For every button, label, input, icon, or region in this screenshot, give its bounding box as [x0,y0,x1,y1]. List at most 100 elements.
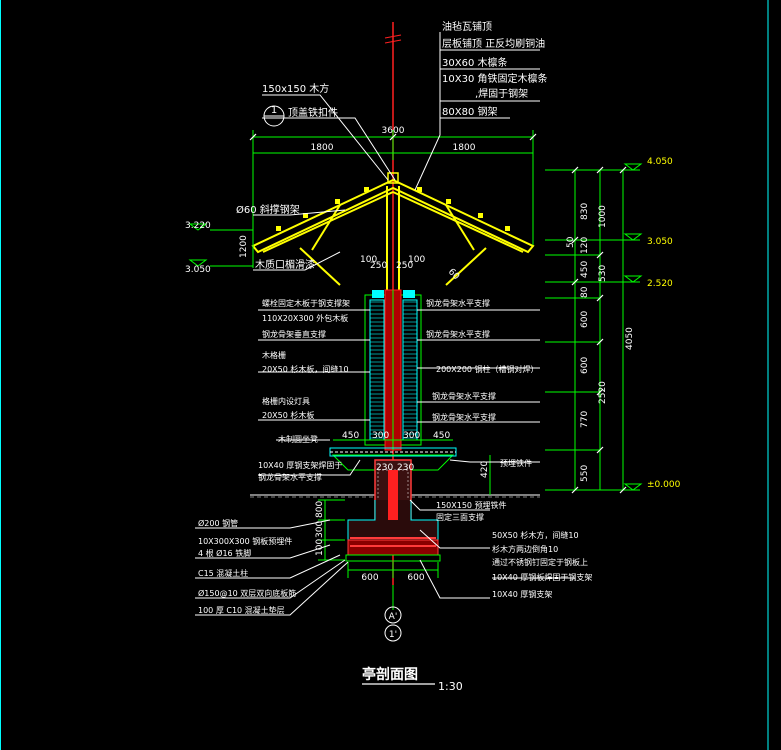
dim-100-b: 100 [408,255,425,265]
dim-300-left: 300 [372,431,389,441]
dim-3600: 3600 [382,126,405,136]
left-annotation-texts: 螺栓固定木板于钢支撑架 110X20X300 外包木板 钢龙骨架垂直支撑 木格栅… [258,298,350,482]
note-roof-4b: ,焊固于钢架 [475,87,528,100]
note-f-4: C15 混凝土柱 [198,568,248,578]
dim-600-left: 600 [361,573,378,583]
note-l-5: 20X50 杉木板，间缝10 [262,364,349,374]
note-r-3: 200X200 钢柱（槽钢对焊） [436,364,539,374]
dim-60: 60 [446,267,461,282]
dim-2520: 2520 [598,381,608,404]
axis-marker-circle-top [384,606,402,624]
note-r-12: 10X40 厚钢板焊固于钢支架 [492,572,592,582]
foundation-annotation-texts: Ø200 钢管 10X300X300 钢板预埋件 4 根 Ø16 铁脚 C15 … [198,518,296,615]
dim-450-chain: 450 [580,261,590,278]
note-r-1: 钢龙骨架水平支撑 [426,298,490,308]
note-r-13: 10X40 厚钢支架 [492,589,552,599]
dim-250-b: 250 [396,261,413,271]
dim-800: 800 [315,501,325,518]
note-f-1: Ø200 钢管 [198,518,238,528]
dim-450-right: 450 [433,431,450,441]
dim-450-left: 450 [342,431,359,441]
elev-2520: 2.520 [647,279,673,289]
axis-marker-circle-bottom [384,624,402,642]
dim-4050: 4050 [625,327,635,350]
axis-break-mark [384,34,402,39]
dim-600-b: 600 [580,357,590,374]
roof-purlins [276,187,510,231]
note-l-2: 110X20X300 外包木板 [262,313,348,323]
dim-1200: 1200 [239,235,249,258]
annotation-texts: 油毡瓦铺顶 层板铺顶 正反均刷铜油 30X60 木檩条 10X30 角铁固定木檩… [236,20,547,271]
dim-250-a: 250 [370,261,387,271]
note-roof-3: 30X60 木檩条 [442,56,507,69]
note-l-8: 木制圆坐凳 [278,434,318,444]
note-l-9: 10X40 厚钢支架焊固于 [258,460,342,470]
dim-1000: 1000 [598,205,608,228]
note-f-5: Ø150@10 双层双向底板筋 [198,588,296,598]
dim-600-right: 600 [407,573,424,583]
dim-530: 530 [598,265,608,282]
detail-marker-number: 1 [271,105,277,116]
note-r-11: 通过不锈钢钉固定于钢板上 [492,557,588,567]
dim-550: 550 [580,465,590,482]
note-f-3: 4 根 Ø16 铁脚 [198,548,251,558]
note-l-6: 格栅内设灯具 [262,396,310,406]
dim-1800-right: 1800 [453,143,476,153]
note-l-7: 20X50 杉木板 [262,410,314,420]
dim-elev-3220: 3.220 [185,221,211,231]
note-brace: Ø60 斜撑钢架 [236,203,300,216]
dim-1800-left: 1800 [311,143,334,153]
lantern-grid-lines [370,301,417,439]
drawing-title: 亭剖面图 [362,666,418,683]
note-f-6: 100 厚 C10 混凝土垫层 [198,605,285,615]
note-l-4: 木格栅 [262,350,286,360]
note-timber: 150x150 木方 [262,82,329,95]
note-l-3: 钢龙骨架垂直支撑 [262,329,326,339]
dimension-ticks [249,133,627,494]
note-roof-1: 油毡瓦铺顶 [442,20,492,33]
dimension-texts: 3600 1800 1800 3.220 3.050 1200 250 250 … [185,126,635,583]
dim-300-right: 300 [403,431,420,441]
dim-420: 420 [480,461,490,478]
note-l-10: 钢龙骨架水平支撑 [258,472,322,482]
note-r-8: 固定三面支撑 [436,512,484,522]
dim-50: 50 [566,236,576,248]
note-roof-5: 80X80 钢架 [442,105,497,118]
dim-230-b: 230 [397,463,414,473]
elevation-texts: 4.050 3.050 2.520 ±0.000 [647,157,681,490]
dim-300-found: 300 [315,521,325,538]
leader-lines [195,32,575,616]
dim-770: 770 [580,411,590,428]
axis-marker-a: A' [389,612,398,622]
note-r-5: 钢龙骨架水平支撑 [432,412,496,422]
note-r-2: 钢龙骨架水平支撑 [426,329,490,339]
dim-80: 80 [580,286,590,298]
dim-600-a: 600 [580,311,590,328]
note-r-4: 钢龙骨架水平支撑 [432,391,496,401]
note-r-7: 150X150 预埋铁件 [436,500,507,510]
drawing-scale: 1:30 [438,680,463,693]
note-f-2: 10X300X300 钢板预埋件 [198,536,292,546]
seat [329,447,457,471]
elevation-markers [188,163,643,491]
dim-830: 830 [580,203,590,220]
note-roof-4a: 10X30 角铁固定木檩条 [442,72,547,85]
dim-100-a: 100 [360,255,377,265]
elev-4050: 4.050 [647,157,673,167]
note-iron: 顶盖铁扣件 [288,106,338,119]
dimension-lines [210,130,640,578]
note-r-10: 杉木方两边倒角10 [492,544,558,554]
note-trim: 木质口楣滑漆 [255,258,315,271]
elev-3050: 3.050 [647,237,673,247]
dim-230-a: 230 [376,463,393,473]
right-annotation-texts: 钢龙骨架水平支撑 钢龙骨架水平支撑 200X200 钢柱（槽钢对焊） 钢龙骨架水… [426,298,592,599]
dim-100-found: 100 [315,539,325,556]
note-l-1: 螺栓固定木板于钢支撑架 [262,298,350,308]
elev-ground: ±0.000 [647,480,681,490]
dim-elev-3050-left: 3.050 [185,265,211,275]
note-roof-2: 层板铺顶 正反均刷铜油 [442,37,545,50]
foundation [345,459,441,562]
note-r-9: 50X50 杉木方，间缝10 [492,530,579,540]
axis-marker-1: 1' [389,630,397,640]
